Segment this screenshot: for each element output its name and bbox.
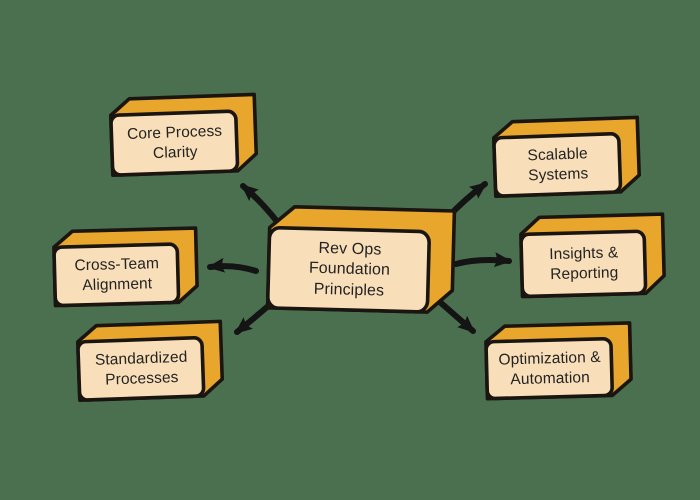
node-label-wrap: Rev Ops Foundation Principles xyxy=(266,227,434,313)
box-3d-shape xyxy=(492,115,642,197)
node-label: Scalable Systems xyxy=(527,145,589,185)
node-label-wrap: Optimization & Automation xyxy=(484,338,615,399)
box-3d-shape xyxy=(109,92,259,176)
arrow-to-cross-team-alignment xyxy=(207,257,259,274)
node-insights-reporting: Insights & Reporting xyxy=(519,212,666,298)
node-cross-team-alignment: Cross-Team Alignment xyxy=(52,226,199,307)
node-label: Standardized Processes xyxy=(94,348,188,389)
node-rev-ops-foundation-principles: Rev Ops Foundation Principles xyxy=(266,204,457,315)
box-3d-shape xyxy=(266,204,457,315)
box-3d-shape xyxy=(76,319,225,401)
box-3d-shape xyxy=(484,321,633,400)
node-label: Rev Ops Foundation Principles xyxy=(308,239,391,300)
box-3d-shape xyxy=(519,212,666,298)
node-label-wrap: Core Process Clarity xyxy=(109,111,240,176)
node-label-wrap: Scalable Systems xyxy=(492,133,623,197)
node-optimization-automation: Optimization & Automation xyxy=(484,321,633,400)
box-3d-shape xyxy=(52,226,199,307)
node-label-wrap: Cross-Team Alignment xyxy=(52,244,181,307)
node-label-wrap: Insights & Reporting xyxy=(519,231,648,297)
node-label: Insights & Reporting xyxy=(549,244,619,284)
node-label: Core Process Clarity xyxy=(126,122,223,163)
node-scalable-systems: Scalable Systems xyxy=(492,115,642,197)
arrow-to-insights-reporting xyxy=(453,252,512,268)
node-label: Cross-Team Alignment xyxy=(74,255,160,295)
node-standardized-processes: Standardized Processes xyxy=(76,319,225,401)
node-label: Optimization & Automation xyxy=(498,348,601,389)
node-core-process-clarity: Core Process Clarity xyxy=(109,92,259,176)
arrow-to-standardized-processes xyxy=(234,304,270,335)
node-label-wrap: Standardized Processes xyxy=(76,337,206,401)
